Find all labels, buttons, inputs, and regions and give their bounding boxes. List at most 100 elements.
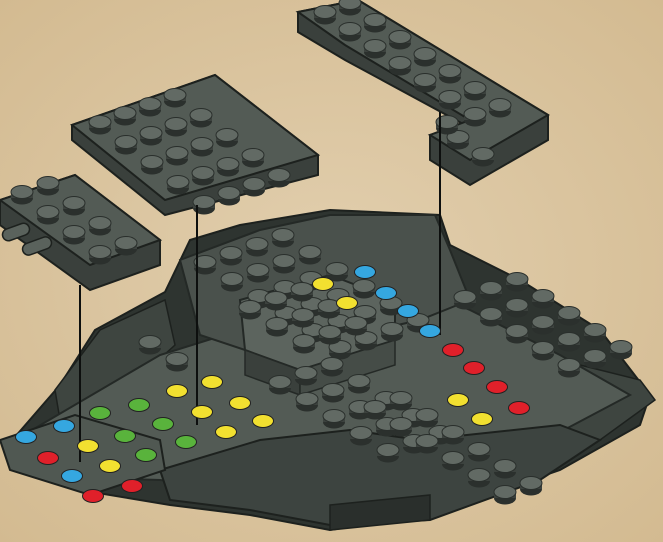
red-marker bbox=[83, 490, 104, 503]
yellow-marker bbox=[313, 278, 334, 291]
stud bbox=[221, 273, 243, 292]
stud bbox=[140, 127, 162, 146]
stud bbox=[166, 353, 188, 372]
stud bbox=[364, 40, 386, 59]
blue-marker bbox=[16, 431, 37, 444]
stud bbox=[381, 323, 403, 342]
stud bbox=[353, 280, 375, 299]
stud bbox=[63, 197, 85, 216]
stud bbox=[141, 156, 163, 175]
yellow-marker bbox=[192, 406, 213, 419]
blue-marker bbox=[62, 470, 83, 483]
stud bbox=[139, 336, 161, 355]
yellow-marker bbox=[337, 297, 358, 310]
stud bbox=[364, 14, 386, 33]
stud bbox=[115, 237, 137, 256]
green-marker bbox=[176, 436, 197, 449]
yellow-marker bbox=[253, 415, 274, 428]
stud bbox=[506, 273, 528, 292]
stud bbox=[442, 452, 464, 471]
stud bbox=[115, 136, 137, 155]
stud bbox=[472, 148, 494, 167]
blue-marker bbox=[398, 305, 419, 318]
stud bbox=[506, 299, 528, 318]
stud bbox=[243, 178, 265, 197]
stud bbox=[291, 283, 313, 302]
yellow-marker bbox=[78, 440, 99, 453]
stud bbox=[292, 309, 314, 328]
stud bbox=[37, 177, 59, 196]
green-marker bbox=[136, 449, 157, 462]
stud bbox=[114, 107, 136, 126]
stud bbox=[166, 147, 188, 166]
yellow-marker bbox=[230, 397, 251, 410]
yellow-marker bbox=[216, 426, 237, 439]
stud bbox=[216, 129, 238, 148]
stud bbox=[489, 99, 511, 118]
stud bbox=[390, 418, 412, 437]
blue-marker bbox=[420, 325, 441, 338]
stud bbox=[416, 435, 438, 454]
stud bbox=[239, 301, 261, 320]
blue-marker bbox=[376, 287, 397, 300]
stud bbox=[345, 317, 367, 336]
stud bbox=[323, 410, 345, 429]
stud bbox=[389, 31, 411, 50]
stud bbox=[242, 149, 264, 168]
stud bbox=[558, 359, 580, 378]
stud bbox=[558, 333, 580, 352]
stud bbox=[273, 255, 295, 274]
stud bbox=[192, 167, 214, 186]
stud bbox=[520, 477, 542, 496]
stud bbox=[350, 427, 372, 446]
yellow-marker bbox=[167, 385, 188, 398]
stud bbox=[339, 23, 361, 42]
stud bbox=[494, 486, 516, 505]
stud bbox=[217, 158, 239, 177]
stud bbox=[506, 325, 528, 344]
red-marker bbox=[38, 452, 59, 465]
green-marker bbox=[90, 407, 111, 420]
red-marker bbox=[487, 381, 508, 394]
stud bbox=[532, 290, 554, 309]
stud bbox=[414, 48, 436, 67]
stud bbox=[364, 401, 386, 420]
stud bbox=[272, 229, 294, 248]
stud bbox=[414, 74, 436, 93]
green-marker bbox=[115, 430, 136, 443]
stud bbox=[454, 291, 476, 310]
stud bbox=[584, 350, 606, 369]
green-marker bbox=[153, 418, 174, 431]
stud bbox=[348, 375, 370, 394]
green-marker bbox=[129, 399, 150, 412]
yellow-marker bbox=[448, 394, 469, 407]
stud bbox=[11, 186, 33, 205]
stud bbox=[37, 206, 59, 225]
stud bbox=[220, 247, 242, 266]
stud bbox=[321, 358, 343, 377]
stud bbox=[265, 292, 287, 311]
stud bbox=[480, 282, 502, 301]
red-marker bbox=[509, 402, 530, 415]
yellow-marker bbox=[472, 413, 493, 426]
stud bbox=[468, 469, 490, 488]
stud bbox=[246, 238, 268, 257]
stud bbox=[464, 108, 486, 127]
stud bbox=[89, 217, 111, 236]
stud bbox=[416, 409, 438, 428]
red-marker bbox=[464, 362, 485, 375]
stud bbox=[247, 264, 269, 283]
stud bbox=[390, 392, 412, 411]
stud bbox=[442, 426, 464, 445]
blue-marker bbox=[355, 266, 376, 279]
red-marker bbox=[122, 480, 143, 493]
stud bbox=[468, 443, 490, 462]
stud bbox=[464, 82, 486, 101]
stud bbox=[293, 335, 315, 354]
stud bbox=[439, 65, 461, 84]
stud bbox=[266, 318, 288, 337]
stud bbox=[319, 326, 341, 345]
stud bbox=[268, 169, 290, 188]
stud bbox=[89, 246, 111, 265]
